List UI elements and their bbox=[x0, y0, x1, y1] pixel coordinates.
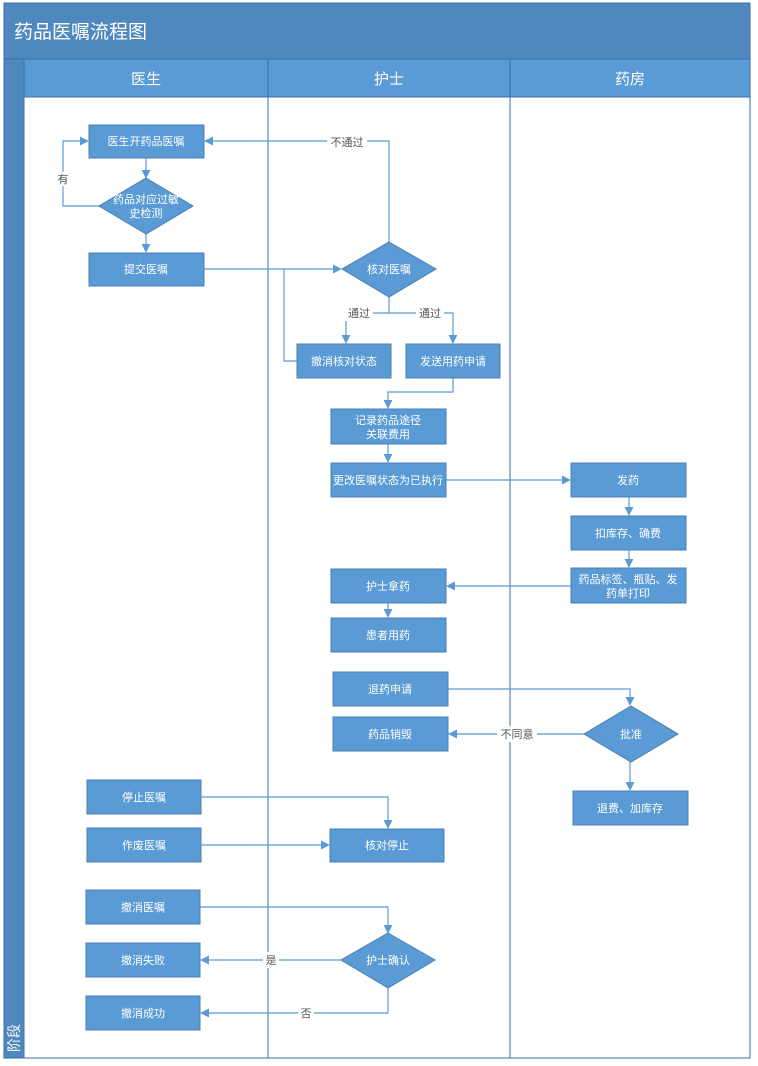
edge-revoke-to-confirm bbox=[200, 906, 393, 934]
node-allergy-check bbox=[98, 177, 194, 235]
node-change-status-label: 更改医嘱状态为已执行 bbox=[333, 473, 443, 487]
node-return-request-label: 退药申请 bbox=[368, 683, 412, 696]
edge-label-disagree: 不同意 bbox=[501, 727, 534, 741]
node-refund bbox=[572, 790, 689, 826]
node-print-labels-label-2: 药单打印 bbox=[606, 586, 650, 600]
edge-label-pass-right: 通过 bbox=[419, 307, 441, 320]
lane-label-nurse: 护士 bbox=[374, 70, 404, 88]
edge-allergy-loop bbox=[62, 136, 101, 207]
node-record-route-label-2: 关联费用 bbox=[366, 427, 410, 441]
node-submit-order bbox=[88, 252, 205, 287]
edge-label-pass-left: 通过 bbox=[348, 307, 370, 320]
node-check-order-label: 核对医嘱 bbox=[367, 262, 411, 276]
node-approve-label: 批准 bbox=[620, 727, 642, 741]
edge-stop-to-checkstop bbox=[201, 796, 393, 829]
node-print-labels bbox=[570, 567, 687, 604]
node-deduct-stock-label: 扣库存、确费 bbox=[595, 526, 661, 540]
node-submit-order-label: 提交医嘱 bbox=[124, 262, 168, 276]
node-record-route-label-1: 记录药品途径 bbox=[355, 413, 421, 427]
edge-pass-split-right bbox=[389, 312, 458, 344]
node-destroy bbox=[332, 716, 449, 752]
node-patient-use bbox=[330, 617, 447, 653]
node-refund-label: 退费、加库存 bbox=[597, 801, 663, 815]
node-check-order bbox=[341, 241, 437, 298]
node-open-order-label: 医生开药品医嘱 bbox=[108, 134, 185, 148]
lane-header-pharmacy bbox=[509, 58, 751, 98]
node-revoke-success-label: 撤消成功 bbox=[121, 1006, 165, 1020]
edge-label-no: 否 bbox=[301, 1007, 312, 1020]
node-record-route bbox=[330, 408, 447, 445]
phase-column bbox=[3, 58, 25, 1059]
node-open-order bbox=[88, 124, 205, 159]
node-void-order-label: 作废医嘱 bbox=[122, 838, 166, 852]
node-check-stop bbox=[329, 828, 445, 863]
node-nurse-take-label: 护士拿药 bbox=[366, 579, 410, 593]
node-void-order bbox=[86, 827, 202, 863]
node-nurse-confirm-label: 护士确认 bbox=[366, 953, 410, 967]
node-cancel-check bbox=[296, 343, 392, 379]
node-nurse-confirm bbox=[340, 932, 436, 989]
node-stop-order-label: 停止医嘱 bbox=[122, 790, 166, 804]
phase-label: 阶段 bbox=[7, 1024, 23, 1052]
node-destroy-label: 药品销毁 bbox=[368, 727, 412, 741]
node-revoke-fail bbox=[85, 942, 201, 978]
node-approve bbox=[583, 705, 679, 763]
node-return-request bbox=[332, 671, 449, 707]
node-patient-use-label: 患者用药 bbox=[366, 629, 410, 642]
edge-cancel-back bbox=[283, 269, 297, 362]
lane-area bbox=[23, 96, 751, 1059]
node-change-status bbox=[330, 462, 447, 498]
edge-label-not-pass: 不通过 bbox=[331, 136, 364, 149]
edge-confirm-no bbox=[200, 988, 389, 1018]
node-dispense bbox=[570, 462, 687, 498]
node-revoke-order-label: 撤消医嘱 bbox=[121, 900, 165, 914]
node-revoke-success bbox=[85, 995, 201, 1031]
title-bar bbox=[3, 2, 751, 60]
edge-send-to-record bbox=[383, 378, 454, 409]
node-print-labels-label-1: 药品标签、瓶贴、发 bbox=[579, 572, 678, 586]
node-send-request-label: 发送用药申请 bbox=[420, 354, 486, 368]
node-nurse-take bbox=[330, 568, 447, 604]
edge-not-pass bbox=[204, 136, 390, 242]
edge-label-has: 有 bbox=[58, 172, 69, 186]
node-revoke-order bbox=[85, 889, 201, 925]
diagram-title: 药品医嘱流程图 bbox=[14, 21, 147, 43]
edge-label-yes: 是 bbox=[266, 954, 277, 967]
lane-header-doctor bbox=[23, 58, 269, 98]
node-send-request bbox=[405, 343, 501, 379]
node-allergy-check-label-2: 史检测 bbox=[130, 206, 163, 220]
node-check-stop-label: 核对停止 bbox=[365, 838, 409, 852]
node-revoke-fail-label: 撤消失败 bbox=[121, 953, 165, 967]
edge-return-to-approve bbox=[448, 688, 635, 706]
lane-header-nurse bbox=[267, 58, 511, 98]
node-stop-order bbox=[86, 779, 202, 815]
lane-label-doctor: 医生 bbox=[131, 70, 161, 88]
node-allergy-check-label-1: 药品对应过敏 bbox=[113, 192, 179, 206]
node-cancel-check-label: 撤消核对状态 bbox=[311, 354, 377, 368]
lane-label-pharmacy: 药房 bbox=[615, 70, 645, 88]
node-dispense-label: 发药 bbox=[617, 473, 639, 487]
node-deduct-stock bbox=[570, 515, 687, 551]
